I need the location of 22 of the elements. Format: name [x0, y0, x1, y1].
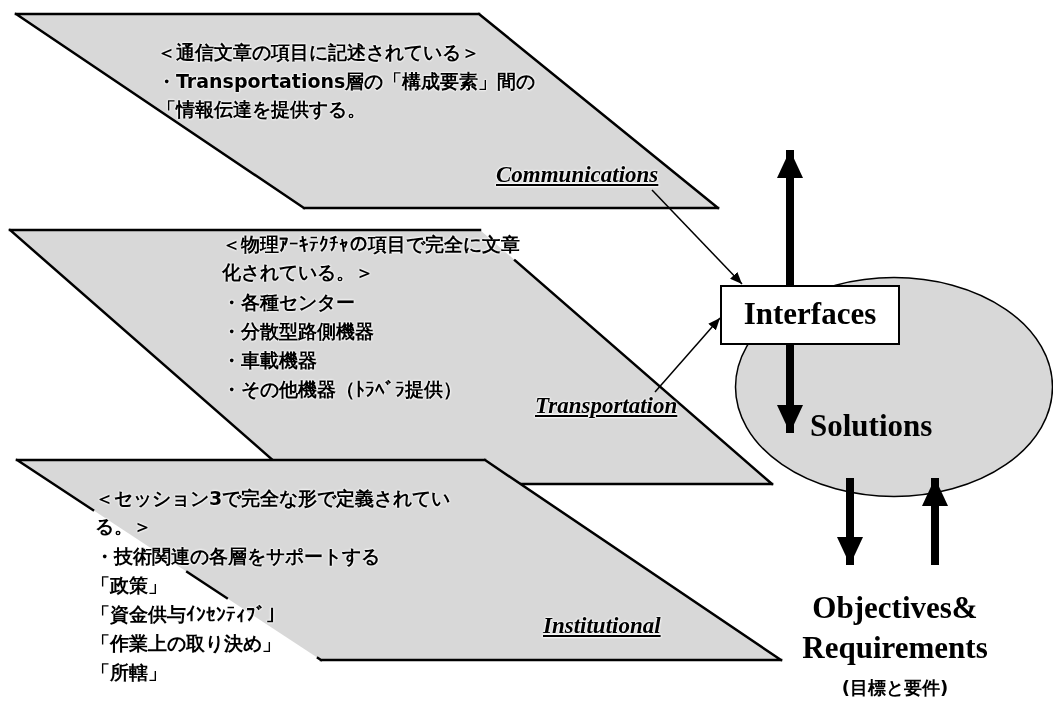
body-text: ・Transportations層の「構成要素」間の「情報伝達を提供する。 — [157, 69, 537, 122]
list-item: ・各種センター — [222, 290, 355, 315]
heading-text: ＜物理ｱｰｷﾃｸﾁｬの項目で完全に文章化されている。＞ — [222, 232, 521, 285]
layer-title: Transportation — [535, 393, 678, 419]
list-item: 「所轄」 — [91, 660, 167, 685]
subtitle-text: (目標と要件) — [840, 676, 950, 700]
heading-text: ＜通信文章の項目に記述されている＞ — [157, 40, 480, 65]
arrow — [651, 189, 743, 285]
arrow — [654, 317, 721, 393]
list-item: ・技術関連の各層をサポートする — [95, 544, 380, 569]
list-item: 「資金供与ｲﾝｾﾝﾃｨﾌﾞ」 — [91, 602, 285, 627]
heading-text: ＜セッション3で完全な形で定義されている。＞ — [95, 486, 452, 539]
heading-text: Objectives& Requirements — [801, 589, 989, 667]
list-item: ・その他機器（ﾄﾗﾍﾞﾗ提供） — [222, 377, 462, 402]
list-item: ・車載機器 — [222, 348, 317, 373]
layer-title: Communications — [496, 162, 659, 188]
layer-title: Institutional — [543, 613, 661, 639]
list-item: 「作業上の取り決め」 — [91, 631, 281, 656]
ellipse-label: Solutions — [810, 408, 933, 444]
list-item: 「政策」 — [91, 573, 167, 598]
interfaces-box: Interfaces — [720, 285, 900, 345]
list-item: ・分散型路側機器 — [222, 319, 374, 344]
